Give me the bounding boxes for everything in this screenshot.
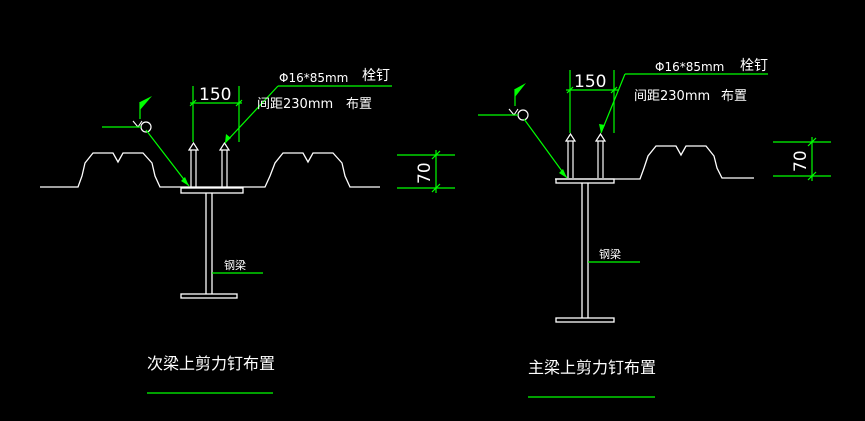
stud-word-text: 栓钉 <box>740 58 768 74</box>
weld-arrowhead <box>559 169 567 178</box>
stud-spec-text: Φ16*85mm <box>655 60 724 74</box>
stud-pitch-text: 间距230mm <box>634 89 710 104</box>
detail-caption: 次梁上剪力钉布置 <box>147 354 275 373</box>
shear-stud-2 <box>218 141 231 187</box>
stud-spec-arrowhead <box>225 134 231 143</box>
beam-label: 钢梁 <box>588 247 640 263</box>
weld-symbol <box>478 83 568 179</box>
beam-label-text: 钢梁 <box>224 258 246 272</box>
stud-spec-leader: Φ16*85mm 栓钉 间距230mm 布置 <box>599 58 768 134</box>
stud-word-text: 栓钉 <box>362 68 390 84</box>
stud-spacing-value: 150 <box>574 72 606 92</box>
beam-label: 钢梁 <box>212 258 263 274</box>
shear-stud-1 <box>564 132 577 178</box>
stud-spec-leader: Φ16*85mm 栓钉 间距230mm 布置 <box>224 68 392 144</box>
stud-pitch-text: 间距230mm <box>257 97 333 112</box>
weld-arrowhead <box>181 177 189 186</box>
steel-i-beam <box>180 187 244 299</box>
detail-caption: 主梁上剪力钉布置 <box>528 358 656 377</box>
weld-symbol <box>102 96 190 187</box>
layout-word-text: 布置 <box>721 89 747 104</box>
stud-spec-arrowhead <box>599 124 605 133</box>
shear-stud-1 <box>187 141 200 187</box>
deck-height-dimension: 70 <box>773 137 831 181</box>
steel-deck-profile <box>40 152 380 188</box>
steel-i-beam <box>555 178 615 323</box>
stud-spacing-value: 150 <box>199 85 231 105</box>
beam-label-text: 钢梁 <box>599 247 621 261</box>
detail-main-beam: 150 Φ16*85mm 栓钉 间距230mm 布置 70 钢梁 主梁上剪力 <box>478 58 831 398</box>
weld-all-around-icon <box>517 109 529 121</box>
stud-spacing-dimension: 150 <box>566 70 618 133</box>
deck-height-dimension: 70 <box>397 150 455 193</box>
steel-deck-profile <box>555 145 754 180</box>
deck-height-value: 70 <box>415 162 435 184</box>
stud-spacing-dimension: 150 <box>189 85 243 142</box>
layout-word-text: 布置 <box>346 97 372 112</box>
shear-stud-2 <box>594 132 607 178</box>
weld-flag-icon <box>515 83 526 97</box>
stud-spec-text: Φ16*85mm <box>279 71 348 85</box>
weld-flag-icon <box>140 96 152 110</box>
deck-height-value: 70 <box>791 150 811 172</box>
detail-secondary-beam: 150 Φ16*85mm 栓钉 间距230mm 布置 70 钢梁 次梁上剪力 <box>40 68 455 394</box>
